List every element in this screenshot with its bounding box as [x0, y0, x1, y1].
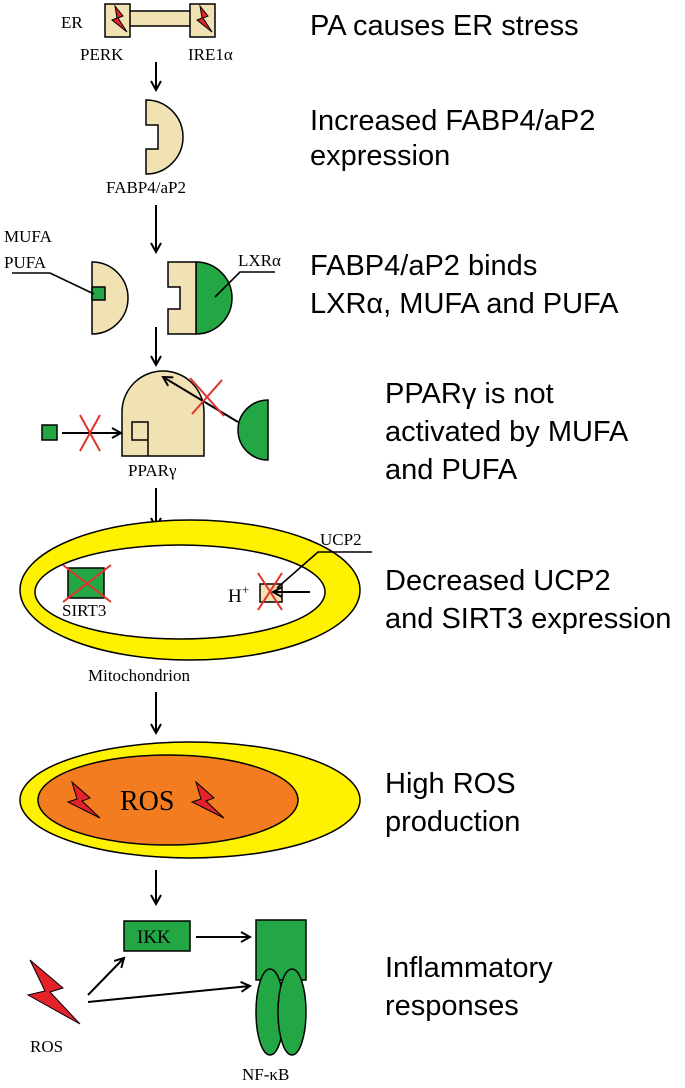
step-5-line1: Decreased UCP2: [385, 565, 611, 597]
er-membrane-group: ER PERK IRE1α: [61, 3, 233, 64]
pufa-label: PUFA: [4, 253, 47, 272]
fabp4-shape: [145, 99, 184, 175]
fabp4-lxra-shape: [167, 261, 197, 335]
x-mark-icon: [257, 572, 283, 611]
blocked-arrow: [163, 377, 239, 423]
pparg-shape: [121, 370, 205, 457]
mufa-label: MUFA: [4, 227, 53, 246]
h-label: H+: [228, 582, 249, 607]
h-superscript: +: [242, 582, 249, 597]
step-1-text: PA causes ER stress: [310, 10, 579, 42]
step-4-line1: PPARγ is not: [385, 378, 554, 410]
mufa-pufa-square: [41, 424, 58, 441]
step-4-line3: and PUFA: [385, 454, 518, 486]
mitochondrion-label: Mitochondrion: [88, 666, 190, 685]
fabp4-label: FABP4/aP2: [106, 178, 186, 197]
ire1a-label: IRE1α: [188, 45, 233, 64]
ros-to-nfkb-arrow: [87, 986, 250, 1003]
sirt3-label: SIRT3: [62, 601, 106, 620]
lxra-pointer-line: [214, 271, 275, 298]
ikk-box: [123, 920, 191, 952]
step-7-line1: Inflammatory: [385, 952, 553, 984]
nfkb-right-lobe: [277, 968, 307, 1056]
mufa-pointer-line: [12, 272, 95, 295]
x-mark-icon: [62, 564, 112, 603]
ros-center-label: ROS: [120, 786, 174, 817]
x-mark-icon: [189, 377, 225, 417]
step-4-line2: activated by MUFA: [385, 416, 629, 448]
lxra-shape: [195, 261, 233, 335]
perk-label: PERK: [80, 45, 124, 64]
nfkb-head: [255, 919, 307, 981]
lightning-bolt-icon: [190, 780, 225, 819]
ros-to-ikk-arrow: [87, 958, 124, 996]
step-7-line2: responses: [385, 990, 519, 1022]
x-mark-icon: [79, 414, 101, 452]
lightning-bolt-icon: [111, 4, 128, 33]
nfkb-label: NF-κB: [242, 1065, 289, 1084]
step-6-line2: production: [385, 806, 520, 838]
lxra-label: LXRα: [238, 251, 281, 270]
er-label: ER: [61, 13, 83, 32]
step-6-line1: High ROS: [385, 768, 516, 800]
step-3-line2: LXRα, MUFA and PUFA: [310, 288, 619, 320]
lightning-bolt-icon: [26, 959, 81, 1025]
step-5-line2: and SIRT3 expression: [385, 603, 671, 635]
ros-mitochondrion-inner: [37, 754, 299, 846]
ikk-label: IKK: [137, 927, 171, 948]
ucp2-pointer-line: [276, 551, 372, 589]
step-2-line2: expression: [310, 140, 450, 172]
ucp2-label: UCP2: [320, 530, 362, 549]
ros-label: ROS: [30, 1037, 63, 1056]
step-3-line1: FABP4/aP2 binds: [310, 250, 537, 282]
lxra-shape: [237, 399, 269, 461]
step-2-line1: Increased FABP4/aP2: [310, 105, 595, 137]
lightning-bolt-icon: [66, 780, 101, 819]
pparg-label: PPARγ: [128, 461, 177, 480]
fabp4-mufa-shape: [91, 261, 129, 335]
lightning-bolt-icon: [196, 4, 213, 33]
